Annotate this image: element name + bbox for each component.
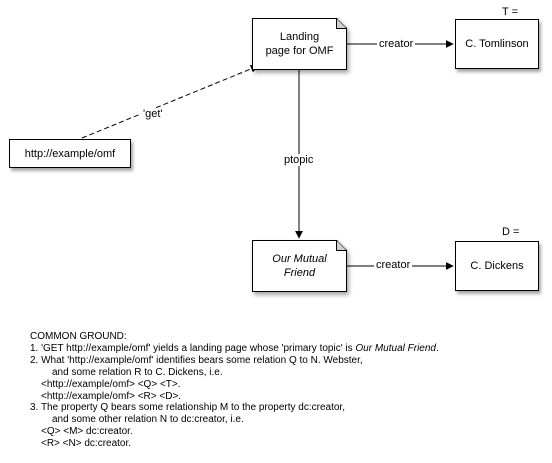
mutual-friend-label-line2: Friend bbox=[283, 267, 316, 279]
landing-page-node: Landing page for OMF bbox=[252, 18, 347, 70]
notes-item-2-line-d: <http://example/omf> <R> <D>. bbox=[41, 390, 182, 402]
edge-label-creator-top: creator bbox=[377, 38, 416, 50]
notes-heading: COMMON GROUND: bbox=[30, 331, 127, 342]
notes-item-3-line-d: <R> <N> dc:creator. bbox=[41, 438, 132, 450]
notes-item-3-line-c: <Q> <M> dc:creator. bbox=[41, 426, 133, 438]
notes-item-2-line-c: <http://example/omf> <Q> <T>. bbox=[41, 378, 181, 390]
landing-page-label-line1: Landing bbox=[279, 31, 320, 43]
notes-item-1: 1. 'GET http://example/omf' yields a lan… bbox=[30, 343, 545, 355]
dickens-label: C. Dickens bbox=[470, 260, 524, 272]
notes-item-1-title: Our Mutual Friend bbox=[355, 342, 436, 354]
mutual-friend-label-line1: Our Mutual bbox=[272, 253, 327, 265]
edge-get bbox=[81, 65, 259, 139]
notes-item-3-line-b: and some other relation N to dc:creator,… bbox=[52, 414, 244, 426]
mutual-friend-node: Our Mutual Friend bbox=[252, 240, 347, 292]
notes-item-2-line-b: and some relation R to C. Dickens, i.e. bbox=[52, 366, 223, 378]
t-equals-label: T = bbox=[502, 6, 519, 18]
notes-item-1-end: . bbox=[435, 342, 439, 354]
tomlinson-node: C. Tomlinson bbox=[455, 19, 539, 69]
edge-label-ptopic: ptopic bbox=[282, 154, 316, 166]
d-equals-label: D = bbox=[502, 226, 520, 238]
common-ground-notes: COMMON GROUND: 1. 'GET http://example/om… bbox=[30, 331, 545, 450]
notes-item-3-line-a: 3. The property Q bears some relationshi… bbox=[30, 402, 345, 414]
edge-label-creator-bottom: creator bbox=[374, 259, 413, 271]
uri-label: http://example/omf bbox=[24, 147, 116, 160]
dickens-node: C. Dickens bbox=[455, 241, 539, 291]
tomlinson-label: C. Tomlinson bbox=[465, 38, 529, 50]
uri-node: http://example/omf bbox=[9, 139, 131, 168]
edge-label-get: 'get' bbox=[141, 108, 165, 120]
notes-item-1-text: 1. 'GET http://example/omf' yields a lan… bbox=[30, 342, 356, 354]
notes-item-2-line-a: 2. What 'http://example/omf' identifies … bbox=[30, 354, 363, 366]
landing-page-label-line2: page for OMF bbox=[265, 45, 334, 57]
